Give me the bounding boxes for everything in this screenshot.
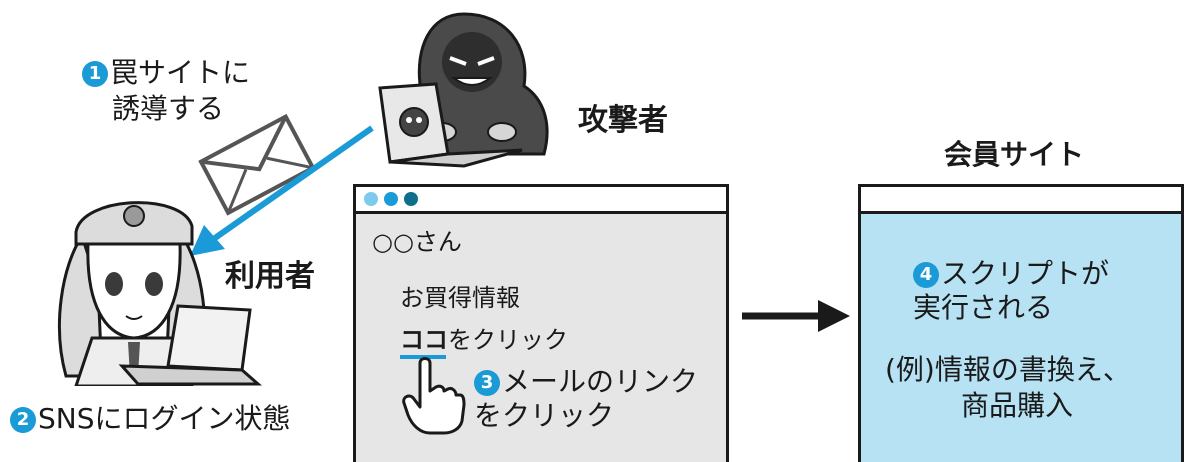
window-dot-2 bbox=[384, 192, 398, 206]
execute-arrow bbox=[742, 300, 850, 332]
step3-badge: 3 bbox=[474, 370, 500, 396]
step1-badge: 1 bbox=[82, 61, 108, 87]
step3-line2: をクリック bbox=[474, 399, 615, 432]
step1-line2: 誘導する bbox=[112, 92, 225, 125]
user-label: 利用者 bbox=[225, 259, 315, 294]
member-site-label: 会員サイト bbox=[944, 138, 1085, 171]
example-line2: 商品購入 bbox=[961, 389, 1074, 422]
step4-line2: 実行される bbox=[913, 291, 1054, 324]
pointing-hand-icon bbox=[402, 357, 466, 435]
step1-line1: 罠サイトに bbox=[110, 56, 251, 89]
mail-link-rest: をクリック bbox=[448, 326, 568, 354]
step2-badge: 2 bbox=[10, 407, 36, 433]
user-icon bbox=[57, 201, 207, 386]
window-dot-1 bbox=[364, 192, 378, 206]
attacker-label: 攻撃者 bbox=[578, 103, 668, 138]
envelope-icon bbox=[198, 113, 316, 216]
mail-link-line: ココをクリック bbox=[400, 323, 568, 357]
attacker-icon bbox=[404, 12, 549, 156]
mail-link-underline bbox=[400, 355, 446, 359]
attacker-laptop-icon bbox=[378, 82, 523, 168]
mail-window-titlebar bbox=[356, 187, 726, 214]
member-window-titlebar bbox=[861, 187, 1181, 214]
user-laptop-icon bbox=[118, 304, 262, 386]
mail-link[interactable]: ココ bbox=[400, 326, 448, 354]
step2-text: SNSにログイン状態 bbox=[38, 402, 291, 435]
example-line1: (例)情報の書換え、 bbox=[885, 353, 1131, 386]
step4-badge: 4 bbox=[913, 262, 939, 288]
step4-line1: スクリプトが bbox=[941, 257, 1110, 290]
mail-greeting: ○○さん bbox=[372, 228, 462, 256]
step3-line1: メールのリンク bbox=[502, 365, 699, 398]
mail-subject: お買得情報 bbox=[400, 284, 520, 312]
window-dot-3 bbox=[404, 192, 418, 206]
